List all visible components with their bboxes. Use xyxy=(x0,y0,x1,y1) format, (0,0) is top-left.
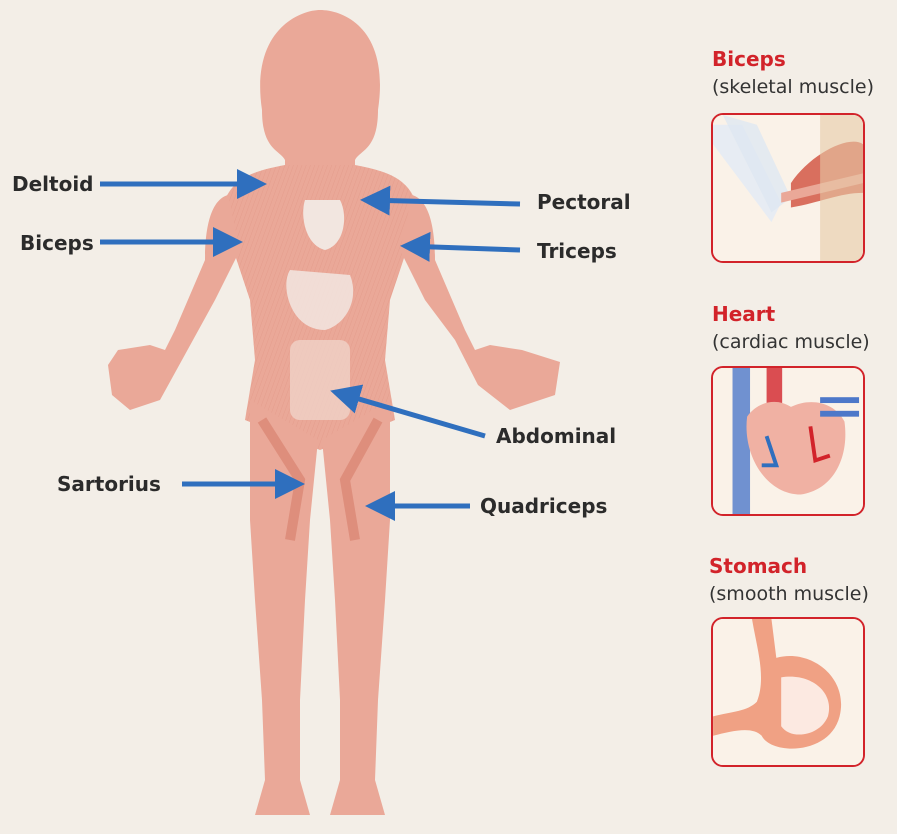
label-pectoral: Pectoral xyxy=(537,190,631,214)
arm-muscle-illustration xyxy=(713,115,863,261)
label-sartorius: Sartorius xyxy=(57,472,161,496)
biceps-panel-title: Biceps xyxy=(712,47,786,71)
biceps-panel-image xyxy=(711,113,865,263)
arrow-abdominal xyxy=(335,392,485,436)
label-quadriceps: Quadriceps xyxy=(480,494,607,518)
label-triceps: Triceps xyxy=(537,239,617,263)
label-biceps: Biceps xyxy=(20,231,94,255)
arrow-pectoral xyxy=(365,200,520,204)
stomach-panel-title: Stomach xyxy=(709,554,807,578)
arrow-triceps xyxy=(405,246,520,250)
biceps-panel-subtitle: (skeletal muscle) xyxy=(712,76,874,98)
heart-panel-image xyxy=(711,366,865,516)
stomach-panel-subtitle: (smooth muscle) xyxy=(709,583,869,605)
label-deltoid: Deltoid xyxy=(12,172,94,196)
label-abdominal: Abdominal xyxy=(496,424,616,448)
heart-panel-subtitle: (cardiac muscle) xyxy=(712,331,870,353)
heart-illustration xyxy=(713,368,863,514)
stomach-illustration xyxy=(713,619,863,765)
stomach-panel-image xyxy=(711,617,865,767)
heart-panel-title: Heart xyxy=(712,302,775,326)
